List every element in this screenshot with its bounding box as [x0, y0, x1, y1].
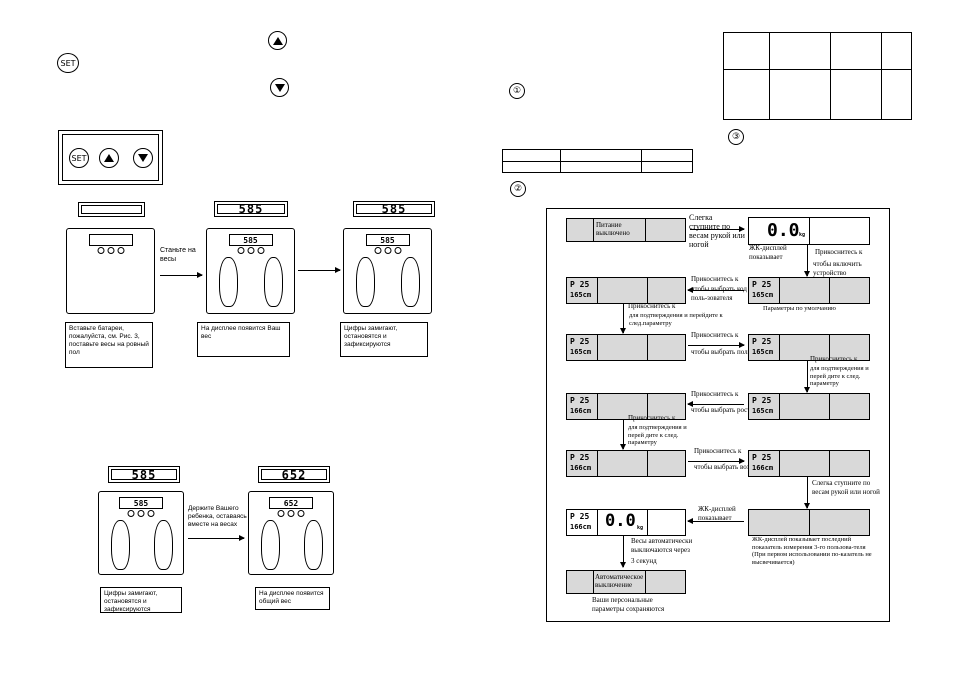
arrow-left [687, 401, 744, 407]
text-auto-off-b: 3 секунд [631, 557, 657, 565]
caption-total: На дисплее появится общий вес [255, 587, 330, 610]
step-label-child: Держите Вашего ребенка, оставаясь вместе… [188, 505, 247, 528]
scale-with-feet: 585 [206, 228, 295, 314]
text-confirm-a: Прикоснитесь к [628, 302, 676, 310]
arrow-right [688, 458, 745, 464]
text-auto-off-a: Весы автоматически выключаются через [631, 537, 693, 554]
right-foot-icon [304, 520, 323, 570]
arrow-down [804, 476, 810, 509]
text-touch-on-b: чтобы включить устройство [813, 260, 862, 277]
scale-with-feet: 585 [343, 228, 432, 314]
text-confirm2-b: для подтверждения и перей дите к след. п… [810, 365, 869, 387]
spec-table-top [723, 32, 912, 120]
box-height: P 25 166cm [566, 393, 686, 420]
arrow-right [160, 272, 203, 278]
box-age: P 25 166cm [566, 450, 686, 477]
text-confirm3-a: Прикоснитесь к [628, 414, 676, 422]
text-defaults: Параметры по умолчанию [763, 305, 836, 312]
text-choose-sex-b: чтобы выбрать пол [691, 348, 748, 356]
marker-3: ③ [728, 129, 744, 145]
step-label-stand: Станьте на весы [160, 247, 196, 263]
scale-with-feet: 652 [248, 491, 334, 575]
text-choose-h-a: Прикоснитесь к [691, 390, 739, 398]
arrow-right [690, 226, 745, 232]
text-choose-code-a: Прикоснитесь к [691, 275, 739, 283]
arrow-right [188, 535, 245, 541]
box-sex-set: P 25 165cm [748, 334, 870, 361]
set-button-icon: SET [57, 53, 79, 73]
arrow-right [298, 267, 341, 273]
box-result: P 25 166cm 0.0 kg [566, 509, 686, 536]
caption-batteries: Вставьте батареи, пожалуйста, см. Рис. 3… [65, 322, 153, 368]
text-step-on2: Слегка ступните по весам рукой или ногой [812, 479, 880, 496]
arrow-down [620, 419, 626, 450]
text-confirm-b: для подтверждения и перейдите к след.пар… [629, 312, 723, 327]
lcd-blank [78, 202, 145, 217]
arrow-down [620, 535, 626, 568]
text-lcd-shows: ЖК-дисплей показывает [749, 244, 787, 261]
text-choose-code-b: чтобы выбрать код поль-зователя [691, 285, 747, 302]
lcd-weight: 585 [108, 466, 180, 483]
left-foot-icon [261, 520, 280, 570]
box-defaults: P 25 165cm [748, 277, 870, 304]
right-foot-icon [401, 257, 420, 307]
text-confirm2-a: Прикоснитесь к [810, 355, 858, 363]
caption-blink: Цифры замигают, остановятся и зафиксирую… [340, 322, 428, 357]
arrow-left [687, 518, 744, 524]
left-foot-icon [219, 257, 238, 307]
marker-2: ② [510, 181, 526, 197]
scale-empty [66, 228, 155, 314]
text-step-on: Слегка ступните по весам рукой или ногой [689, 213, 745, 249]
right-foot-icon [154, 520, 173, 570]
scale-with-feet: 585 [98, 491, 184, 575]
arrow-down [804, 360, 810, 393]
lcd-weight: 585 [214, 201, 288, 217]
text-choose-sex-a: Прикоснитесь к [691, 331, 739, 339]
text-choose-h-b: чтобы выбрать рост [691, 406, 751, 414]
lcd-weight-blink: 585 [353, 201, 435, 217]
box-auto-off: Автоматическое выключение [566, 570, 686, 594]
lcd-total-blink: 652 [258, 466, 330, 483]
text-confirm3-b: для подтверждения и перей дите к след. п… [628, 424, 687, 446]
caption-weight: На дисплее появится Ваш вес [197, 322, 290, 357]
box-power-off: Питание выключено [566, 218, 686, 242]
left-foot-icon [111, 520, 130, 570]
caption-blink: Цифры замигают, остановятся и зафиксирую… [100, 587, 182, 613]
marker-1: ① [509, 83, 525, 99]
button-panel: SET [58, 130, 163, 185]
box-user-code: P 25 165cm [566, 277, 686, 304]
text-lcd-shows2: ЖК-дисплей показывает [698, 505, 736, 522]
arrow-left [687, 287, 744, 293]
box-zero: 0.0 kg [748, 217, 870, 245]
right-foot-icon [264, 257, 283, 307]
box-sex: P 25 165cm [566, 334, 686, 361]
arrow-down [620, 303, 626, 334]
arrow-down [804, 244, 810, 277]
down-button-icon [270, 78, 289, 97]
set-button: SET [69, 148, 89, 168]
text-choose-age-a: Прикоснитесь к [694, 447, 742, 455]
text-choose-age-b: чтобы выбрать возраст [694, 463, 763, 471]
text-saved: Ваши персональные параметры сохраняются [592, 596, 665, 613]
box-age-set: P 25 166cm [748, 450, 870, 477]
down-button [133, 148, 153, 168]
arrow-right [688, 342, 745, 348]
text-last-result: ЖК-дисплей показывает последний показате… [752, 536, 872, 566]
up-button-icon [268, 31, 287, 50]
up-button [99, 148, 119, 168]
box-height-set: P 25 165cm [748, 393, 870, 420]
box-last-result [748, 509, 870, 536]
left-foot-icon [356, 257, 375, 307]
spec-table-small [502, 149, 693, 173]
flowchart [546, 208, 890, 622]
text-touch-on-a: Прикоснитесь к [815, 248, 863, 256]
